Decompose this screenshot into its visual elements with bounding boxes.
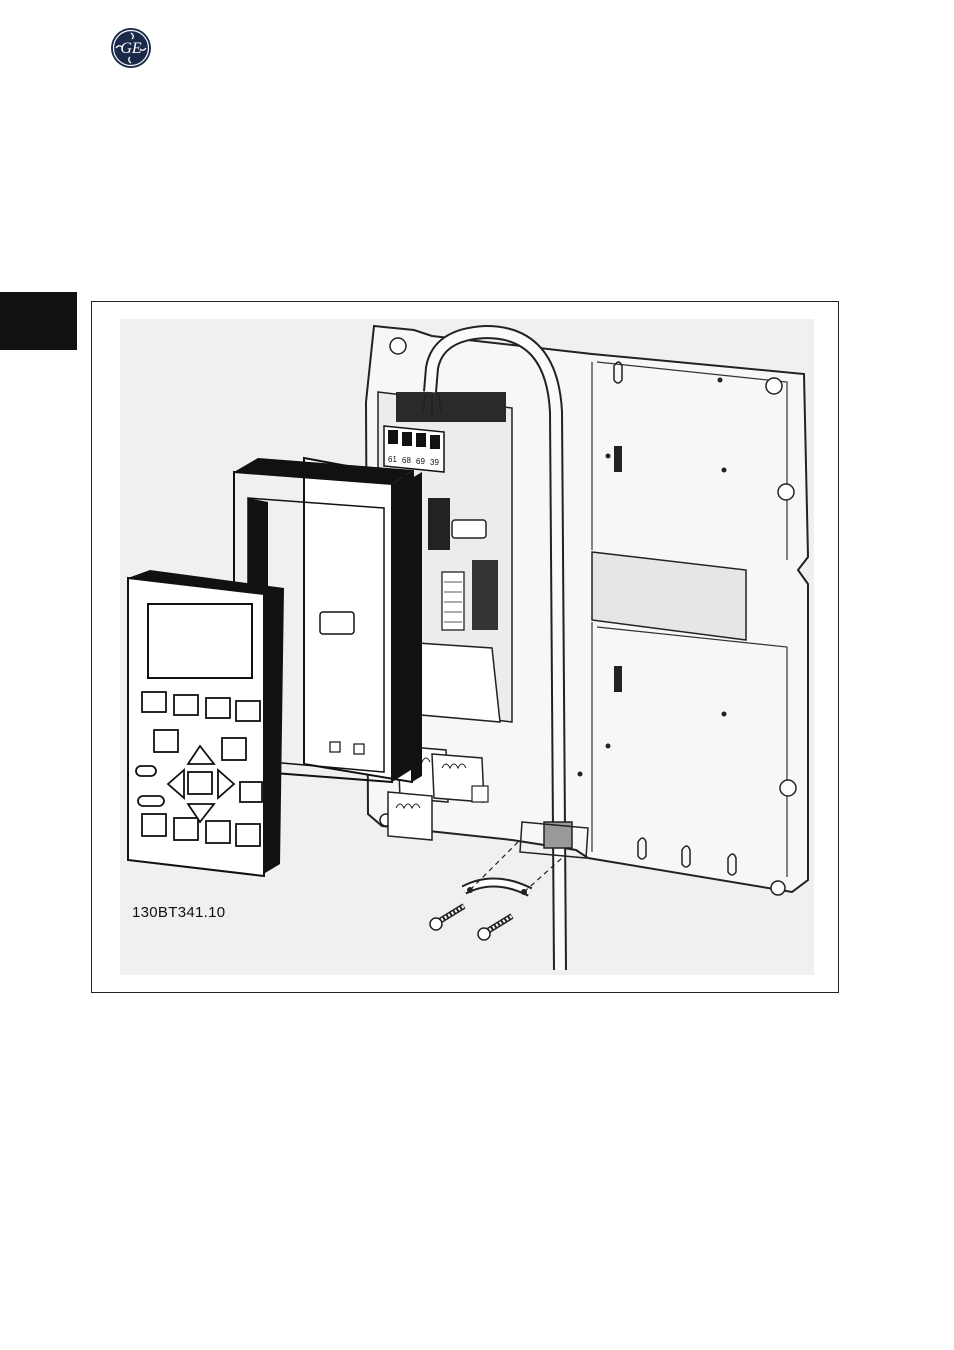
terminal-label-39: 39 bbox=[430, 458, 439, 467]
lcp-display bbox=[148, 604, 252, 678]
chapter-side-tab bbox=[0, 292, 77, 350]
figure-frame: 61 68 69 39 bbox=[91, 301, 839, 993]
terminal-label-61: 61 bbox=[388, 455, 397, 464]
lcp-mounting-illustration: 61 68 69 39 bbox=[92, 302, 838, 992]
ge-logo-icon: GE bbox=[110, 27, 152, 69]
figure-code: 130BT341.10 bbox=[132, 904, 225, 921]
svg-text:GE: GE bbox=[120, 40, 142, 57]
terminal-block: 61 68 69 39 bbox=[384, 426, 444, 472]
lcp-keypad bbox=[128, 570, 284, 876]
terminal-label-68: 68 bbox=[402, 456, 411, 465]
terminal-label-69: 69 bbox=[416, 457, 425, 466]
